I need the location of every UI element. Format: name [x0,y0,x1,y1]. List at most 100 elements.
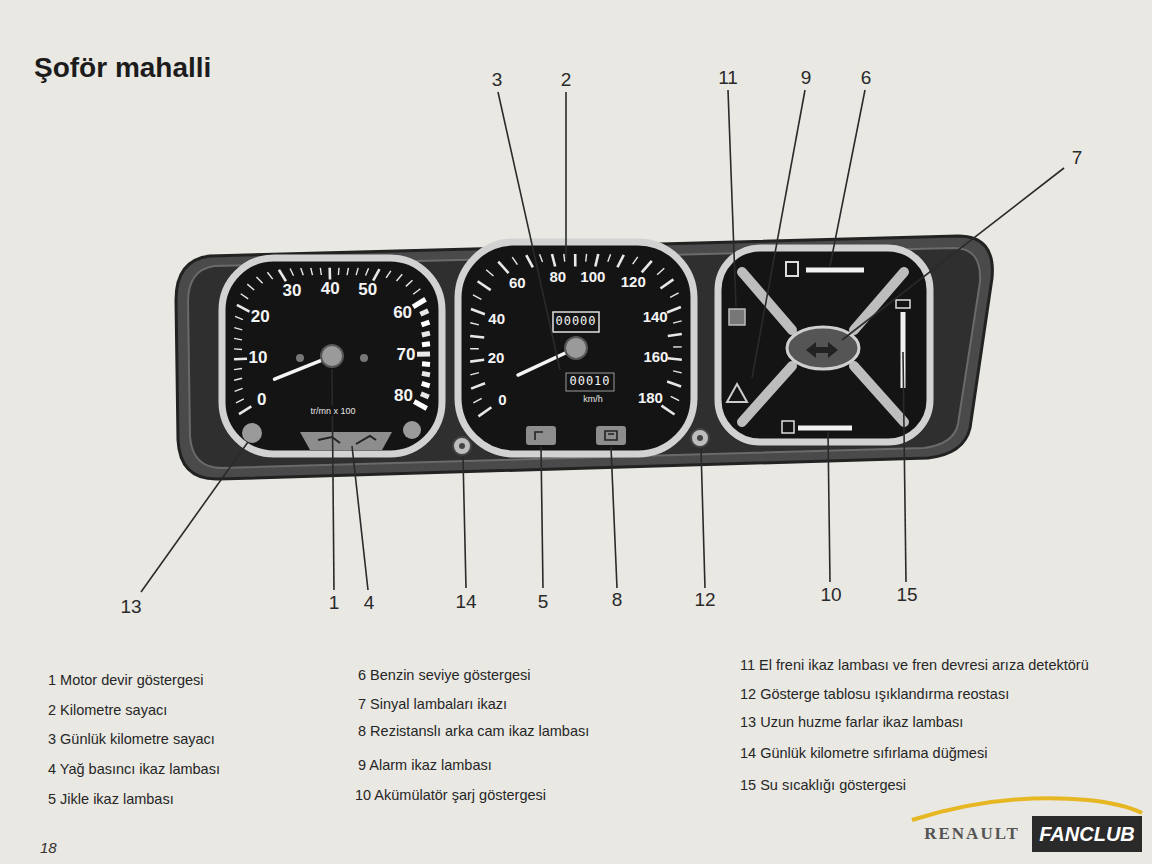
tick-mark [595,254,598,266]
watermark: FANCLUB [1039,823,1135,846]
unit-label: tr/mn x 100 [308,406,357,416]
callout-number: 11 [718,67,738,89]
knob [697,435,703,441]
tick-mark [552,254,555,266]
knob [459,443,465,449]
dial-number: 50 [358,281,377,301]
tick-mark [661,406,674,415]
combination-gauge [742,272,904,422]
tick-mark [290,269,293,276]
tick-mark [366,268,369,275]
tick-mark [574,254,577,266]
tick-mark [673,346,682,347]
leader-line [828,432,830,582]
knob [453,437,471,455]
key-item: 13 Uzun huzme farlar ikaz lambası [740,714,1140,731]
unit-label: km/h [581,394,605,404]
callout-number: 13 [120,596,141,618]
tick-mark [470,323,479,325]
tick-mark [347,268,348,275]
tick-mark [396,274,402,281]
needle-hub [321,345,343,367]
tick-mark [234,348,242,350]
fuel-gauge-bar [806,268,864,273]
tick-mark [234,328,242,330]
tick-mark [473,398,481,402]
dial-number: 20 [488,350,505,367]
leader-line [728,90,736,307]
tick-mark [473,295,481,299]
tick-mark [413,299,425,307]
tick-mark [356,268,358,275]
tachometer [296,354,304,362]
key-item: 10 Akümülatör şarj göstergesi [355,787,546,804]
alarm-lamp [727,384,747,402]
tick-mark [338,268,340,275]
leader-line [498,92,560,370]
tick-mark [235,388,243,391]
tick-mark [320,268,322,275]
callout-number: 4 [364,592,375,614]
tick-mark [585,254,587,262]
warning-lamp-window [526,426,556,445]
tick-mark [471,383,485,388]
tick-mark [267,272,272,279]
warning-lamp-window [300,432,392,450]
cluster-housing [176,236,992,479]
key-item: 15 Su sıcaklığı göstergesi [740,777,1140,794]
watermark-logo [912,798,1142,852]
fuel-icon [786,262,798,276]
tick-mark [540,254,543,262]
leader-line [565,92,567,258]
dial-number: 100 [580,268,605,285]
dial-number: 60 [509,274,526,291]
tick-mark [422,322,430,325]
turn-signal-lamp [787,327,859,369]
key-item: 1 Motor devir göstergesi [48,672,204,689]
tick-mark [234,338,242,339]
callout-number: 1 [329,592,340,614]
tick-mark [470,360,484,362]
dial-number: 20 [251,308,270,328]
lamp-symbol [318,436,376,444]
watermark-logo [1032,816,1142,852]
dial-number: 0 [498,391,506,408]
key-item: 7 Sinyal lambaları ikazı [358,696,507,713]
tick-mark [673,321,682,323]
tick-mark [236,399,244,403]
tick-mark [420,311,428,315]
tick-mark [237,305,250,312]
dial-number: 160 [643,348,668,365]
key-item: 4 Yağ basıncı ikaz lambası [48,761,220,778]
tick-mark [241,294,248,299]
tick-mark [470,336,484,338]
tick-mark [563,254,565,262]
tick-mark [422,361,430,367]
tick-mark [422,344,430,345]
tick-mark [671,396,679,400]
leader-line [541,447,543,588]
tick-mark [668,334,682,336]
tick-mark [234,378,242,380]
dial-number: 40 [488,310,505,327]
tick-mark [279,270,286,281]
odometer-digits: 00000 [555,315,596,329]
tick-mark [422,333,430,335]
handbrake-lamp [729,309,745,325]
callout-number: 6 [861,67,872,89]
tick-mark [413,289,420,294]
tick-mark [421,394,429,397]
combination-gauge [718,248,930,442]
speedometer [458,242,694,454]
battery-gauge-bar [798,426,852,431]
tick-mark [486,270,493,276]
key-item: 3 Günlük kilometre sayacı [48,731,215,748]
leader-line [141,442,248,592]
dial-number: 10 [249,349,268,369]
gauge-needle [275,337,587,379]
dial-number: 0 [257,390,266,410]
tick-mark [234,357,247,360]
key-item: 8 Rezistanslı arka cam ikaz lambası [358,723,589,740]
leader-line [141,90,1064,592]
cluster-housing [176,236,992,479]
